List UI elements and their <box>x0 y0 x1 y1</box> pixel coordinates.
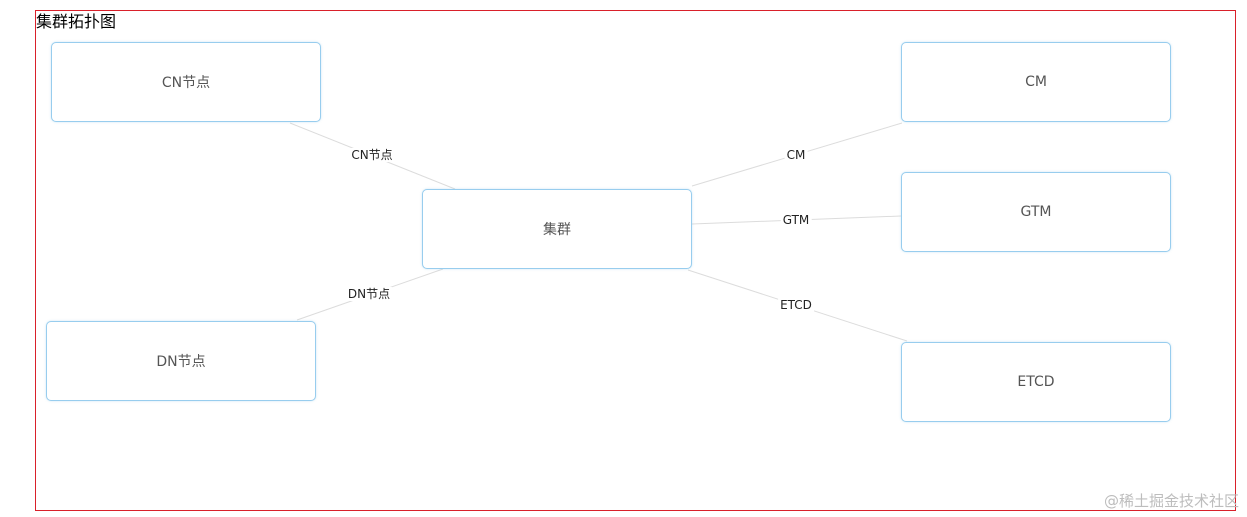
node-dn[interactable]: DN节点 <box>46 321 316 401</box>
edge-label-cm: CM <box>784 148 808 162</box>
node-label: CM <box>1025 74 1047 90</box>
node-label: 集群 <box>543 222 571 238</box>
edge-label-etcd: ETCD <box>778 298 814 312</box>
watermark: @稀土掘金技术社区 <box>1103 492 1239 510</box>
node-label: GTM <box>1020 204 1052 220</box>
diagram-title: 集群拓扑图 <box>36 12 117 31</box>
diagram-frame <box>35 10 1236 511</box>
node-label: ETCD <box>1017 374 1055 390</box>
edge-label-cn: CN节点 <box>349 148 395 162</box>
node-label: CN节点 <box>161 75 211 91</box>
node-label: DN节点 <box>156 354 206 370</box>
node-cm[interactable]: CM <box>901 42 1171 122</box>
node-cn[interactable]: CN节点 <box>51 42 321 122</box>
node-center[interactable]: 集群 <box>422 189 692 269</box>
edge-label-dn: DN节点 <box>345 287 393 301</box>
edge-label-gtm: GTM <box>780 213 812 227</box>
node-etcd[interactable]: ETCD <box>901 342 1171 422</box>
node-gtm[interactable]: GTM <box>901 172 1171 252</box>
